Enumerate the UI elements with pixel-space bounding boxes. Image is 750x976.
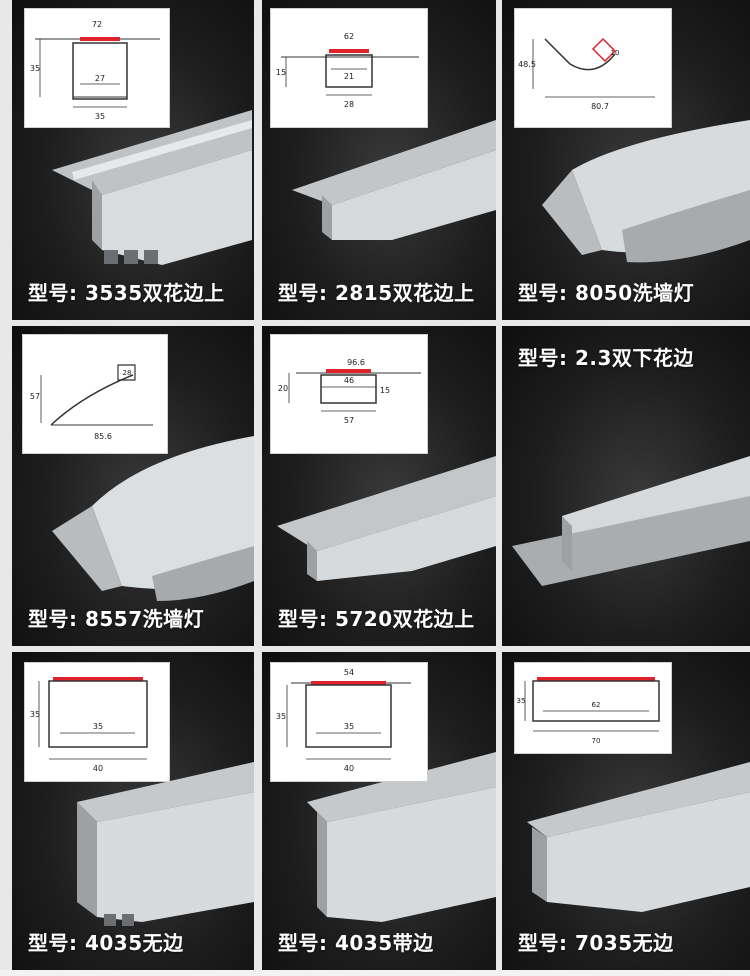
cross-section-diagram: 96.6 20 46 15 57	[270, 334, 428, 454]
cross-section-diagram: 72 35 27 35	[24, 8, 170, 128]
dim-small: 10	[611, 49, 620, 57]
dim-inner: 27	[95, 74, 105, 83]
model-label: 型号: 5720双花边上	[278, 607, 475, 631]
model-label: 型号: 4035无边	[28, 931, 184, 955]
product-photo	[12, 326, 254, 646]
dim-width-total: 72	[92, 20, 102, 29]
dim-height: 35	[30, 710, 40, 719]
dim-inner: 21	[344, 72, 354, 81]
model-label: 型号: 2.3双下花边	[518, 346, 694, 370]
dim-width-total: 62	[344, 32, 354, 41]
product-card-4035-with-edge[interactable]: 54 35 35 40 型号: 4035带边	[262, 652, 496, 970]
product-card-3535[interactable]: 72 35 27 35 型号: 3535双花边上	[12, 0, 254, 320]
dim-height: 57	[30, 392, 40, 401]
model-label: 型号: 3535双花边上	[28, 281, 225, 305]
product-photo	[502, 652, 750, 970]
cross-section-diagram: 57 28 85.6	[22, 334, 168, 454]
dim-width: 40	[93, 764, 103, 773]
cross-section-diagram: 35 35 40	[24, 662, 170, 782]
product-photo	[502, 0, 750, 320]
model-label: 型号: 2815双花边上	[278, 281, 475, 305]
dim-width-base: 35	[95, 112, 105, 121]
model-label: 型号: 7035无边	[518, 931, 674, 955]
dim-width-total: 54	[344, 668, 354, 677]
dim-height: 35	[30, 64, 40, 73]
cross-section-diagram: 54 35 35 40	[270, 662, 428, 782]
dim-depth: 15	[380, 386, 390, 395]
product-card-4035-no-edge[interactable]: 35 35 40 型号: 4035无边	[12, 652, 254, 970]
dim-height: 48.5	[518, 60, 536, 69]
dim-height: 35	[517, 697, 526, 705]
product-photo	[12, 0, 254, 320]
dim-inner: 35	[93, 722, 103, 731]
model-label: 型号: 4035带边	[278, 931, 434, 955]
dim-width: 85.6	[94, 432, 112, 441]
product-photo	[502, 326, 750, 646]
cross-section-diagram: 35 62 70	[514, 662, 672, 754]
product-card-5720[interactable]: 96.6 20 46 15 57 型号: 5720双花边上	[262, 326, 496, 646]
product-card-8557[interactable]: 57 28 85.6 型号: 8557洗墙灯	[12, 326, 254, 646]
dim-width: 80.7	[591, 102, 609, 111]
dim-inner: 35	[344, 722, 354, 731]
dim-width: 40	[344, 764, 354, 773]
dim-small: 28	[123, 369, 132, 377]
dim-width-base: 57	[344, 416, 354, 425]
dim-inner: 46	[344, 376, 354, 385]
dim-height: 15	[276, 68, 286, 77]
dim-inner: 62	[592, 701, 601, 709]
cross-section-diagram: 48.5 10 80.7	[514, 8, 672, 128]
dim-width-total: 96.6	[347, 358, 365, 367]
product-photo	[262, 0, 496, 320]
product-card-2-3[interactable]: 型号: 2.3双下花边	[502, 326, 750, 646]
dim-height: 20	[278, 384, 288, 393]
product-photo	[262, 652, 496, 970]
dim-width-base: 28	[344, 100, 354, 109]
product-photo	[12, 652, 254, 970]
product-card-7035-no-edge[interactable]: 35 62 70 型号: 7035无边	[502, 652, 750, 970]
product-card-2815[interactable]: 62 15 21 28 型号: 2815双花边上	[262, 0, 496, 320]
product-photo	[262, 326, 496, 646]
dim-width: 70	[592, 737, 601, 745]
product-card-8050[interactable]: 48.5 10 80.7 型号: 8050洗墙灯	[502, 0, 750, 320]
model-label: 型号: 8557洗墙灯	[28, 607, 205, 631]
model-label: 型号: 8050洗墙灯	[518, 281, 695, 305]
cross-section-diagram: 62 15 21 28	[270, 8, 428, 128]
dim-height: 35	[276, 712, 286, 721]
